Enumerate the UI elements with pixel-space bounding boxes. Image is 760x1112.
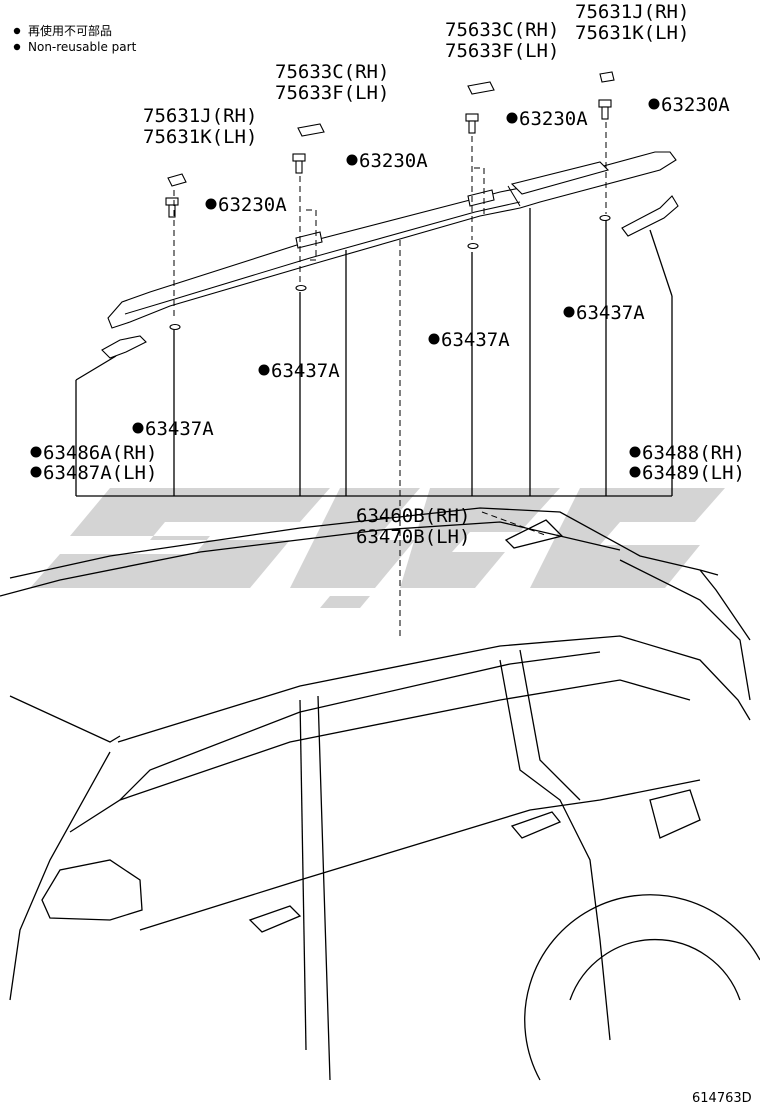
non-reusable-mark <box>629 466 641 478</box>
callout-bolt-2: 63230A <box>359 150 428 172</box>
callout-clip-3-rh: 75633C(RH) <box>445 19 559 41</box>
non-reusable-mark <box>346 154 358 166</box>
non-reusable-mark <box>629 446 641 458</box>
non-reusable-mark <box>258 364 270 376</box>
legend-text-en: Non-reusable part <box>28 40 137 54</box>
callout-front-cover-lh: 63487A(LH) <box>43 462 157 484</box>
callout-rail-lh: 63470B(LH) <box>356 526 470 548</box>
non-reusable-mark <box>563 306 575 318</box>
callout-nut-1: 63437A <box>145 418 214 440</box>
bolt <box>465 113 479 134</box>
callout-clip-2-lh: 75633F(LH) <box>275 82 389 104</box>
door-handle-rear <box>510 811 562 839</box>
bolt <box>165 197 179 218</box>
fuel-lid <box>649 789 701 839</box>
non-reusable-mark <box>205 198 217 210</box>
callout-clip-4-rh: 75631J(RH) <box>575 1 689 23</box>
legend-bullet <box>13 27 21 35</box>
door-handle-front <box>248 905 302 933</box>
callout-bolt-3: 63230A <box>519 108 588 130</box>
non-reusable-mark <box>30 466 42 478</box>
legend-bullet <box>13 43 21 51</box>
callout-nut-2: 63437A <box>271 360 340 382</box>
callout-nut-4: 63437A <box>576 302 645 324</box>
callout-nut-3: 63437A <box>441 329 510 351</box>
figure-id: 614763D <box>692 1091 752 1106</box>
legend: 再使用不可部品 Non-reusable part <box>13 23 137 54</box>
legend-text-jp: 再使用不可部品 <box>28 23 112 38</box>
callout-rail-rh: 63460B(RH) <box>356 505 470 527</box>
callout-bolt-4: 63230A <box>661 94 730 116</box>
callout-rear-cover-lh: 63489(LH) <box>642 462 745 484</box>
vehicle-body <box>0 507 760 1081</box>
bolt <box>292 153 306 174</box>
side-mirror <box>41 859 143 921</box>
non-reusable-mark <box>132 422 144 434</box>
leader-lines <box>75 208 673 497</box>
end-cover-front <box>101 335 147 359</box>
callout-clip-1-rh: 75631J(RH) <box>143 105 257 127</box>
callout-clip-1-lh: 75631K(LH) <box>143 126 257 148</box>
callouts: 75631J(RH) 75631K(LH) 75633C(RH) 75633F(… <box>30 1 745 548</box>
non-reusable-mark <box>30 446 42 458</box>
bolt <box>598 99 612 120</box>
callout-clip-4-lh: 75631K(LH) <box>575 22 689 44</box>
callout-bolt-1: 63230A <box>218 194 287 216</box>
clips <box>165 71 615 331</box>
non-reusable-mark <box>648 98 660 110</box>
callout-clip-3-lh: 75633F(LH) <box>445 40 559 62</box>
callout-front-cover-rh: 63486A(RH) <box>43 442 157 464</box>
non-reusable-mark <box>506 112 518 124</box>
end-cover-rear <box>621 195 679 237</box>
watermark-logo <box>30 488 725 608</box>
roof-rail <box>101 151 679 359</box>
assembly-lines <box>173 122 607 640</box>
rail-end-piece <box>504 519 564 549</box>
non-reusable-mark <box>428 333 440 345</box>
callout-rear-cover-rh: 63488(RH) <box>642 442 745 464</box>
callout-clip-2-rh: 75633C(RH) <box>275 61 389 83</box>
